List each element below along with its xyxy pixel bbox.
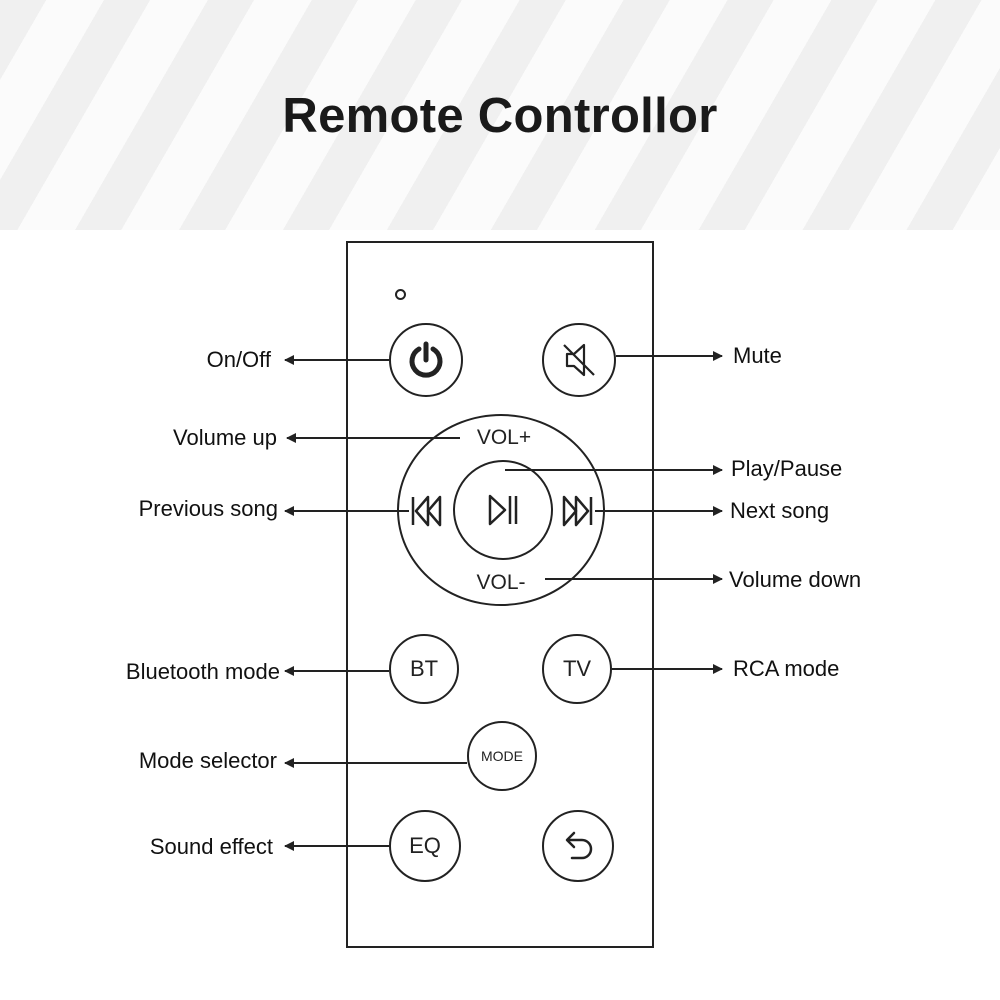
next-icon [562,495,593,527]
label-on-off: On/Off [206,347,271,372]
label-next-song: Next song [730,498,830,523]
previous-icon [411,495,442,527]
label-play-pause: Play/Pause [731,456,843,481]
mute-icon [563,343,595,377]
next-button[interactable] [561,494,595,528]
previous-button[interactable] [409,494,443,528]
play-pause-icon [488,494,518,526]
header-banner: Remote Controllor [0,0,1000,230]
page-title: Remote Controllor [282,89,718,143]
label-bluetooth-mode: Bluetooth mode [125,659,280,684]
label-mute: Mute [733,343,782,368]
mute-button[interactable] [542,323,616,397]
vol-plus-button[interactable]: VOL+ [476,426,532,449]
label-mode-selector: Mode selector [138,748,277,773]
label-rca-mode: RCA mode [733,656,840,681]
tv-button[interactable]: TV [542,634,612,704]
label-volume-down: Volume down [729,567,862,592]
label-volume-up: Volume up [173,425,277,450]
back-arrow-icon [565,831,593,860]
indicator-led [395,289,406,300]
mode-button[interactable]: MODE [467,721,537,791]
vol-minus-button[interactable]: VOL- [476,571,526,594]
label-previous-song: Previous song [138,496,278,521]
power-icon [409,341,443,378]
power-button[interactable] [389,323,463,397]
play-pause-button[interactable] [453,460,553,560]
label-sound-effect: Sound effect [149,834,273,859]
back-button[interactable] [542,810,614,882]
eq-button[interactable]: EQ [389,810,461,882]
bt-button[interactable]: BT [389,634,459,704]
